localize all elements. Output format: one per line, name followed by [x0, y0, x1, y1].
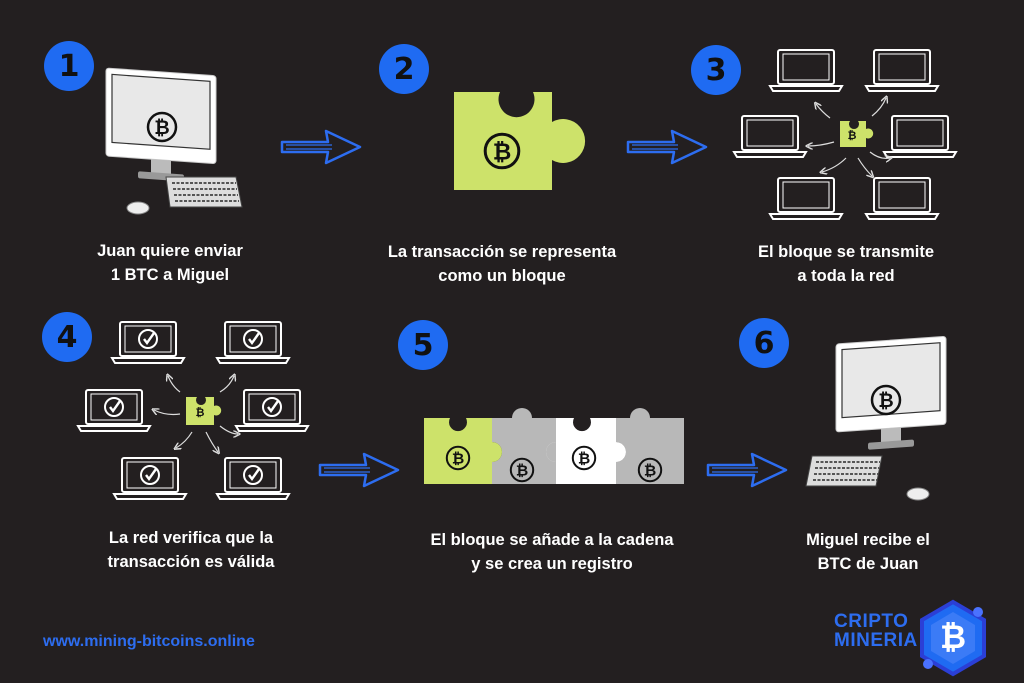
step-1-number-badge: 1 [44, 41, 94, 91]
arrow-5-to-6 [706, 452, 788, 488]
step5-chain-illustration [424, 408, 684, 484]
arrow-2-to-3 [626, 129, 708, 165]
brand-logo-icon: ₿ [920, 599, 986, 677]
step-4-number-badge: 4 [42, 312, 92, 362]
arrow-1-to-2 [280, 129, 362, 165]
svg-text:₿: ₿ [848, 129, 857, 142]
step1-computer-illustration [105, 67, 243, 215]
step-5-number-badge: 5 [398, 320, 448, 370]
website-link[interactable]: www.mining-bitcoins.online [43, 633, 255, 650]
svg-text:₿: ₿ [940, 618, 966, 656]
svg-text:₿: ₿ [196, 406, 205, 419]
step-3-number-badge: 3 [691, 45, 741, 95]
step6-computer-illustration [805, 335, 947, 501]
step2-puzzle-illustration [454, 92, 586, 190]
arrow-4-to-5 [318, 452, 400, 488]
step-2-number-badge: 2 [379, 44, 429, 94]
step4-verify-illustration: ₿ [78, 322, 308, 499]
step3-network-illustration: ₿ [733, 49, 957, 220]
step-6-number-badge: 6 [739, 318, 789, 368]
